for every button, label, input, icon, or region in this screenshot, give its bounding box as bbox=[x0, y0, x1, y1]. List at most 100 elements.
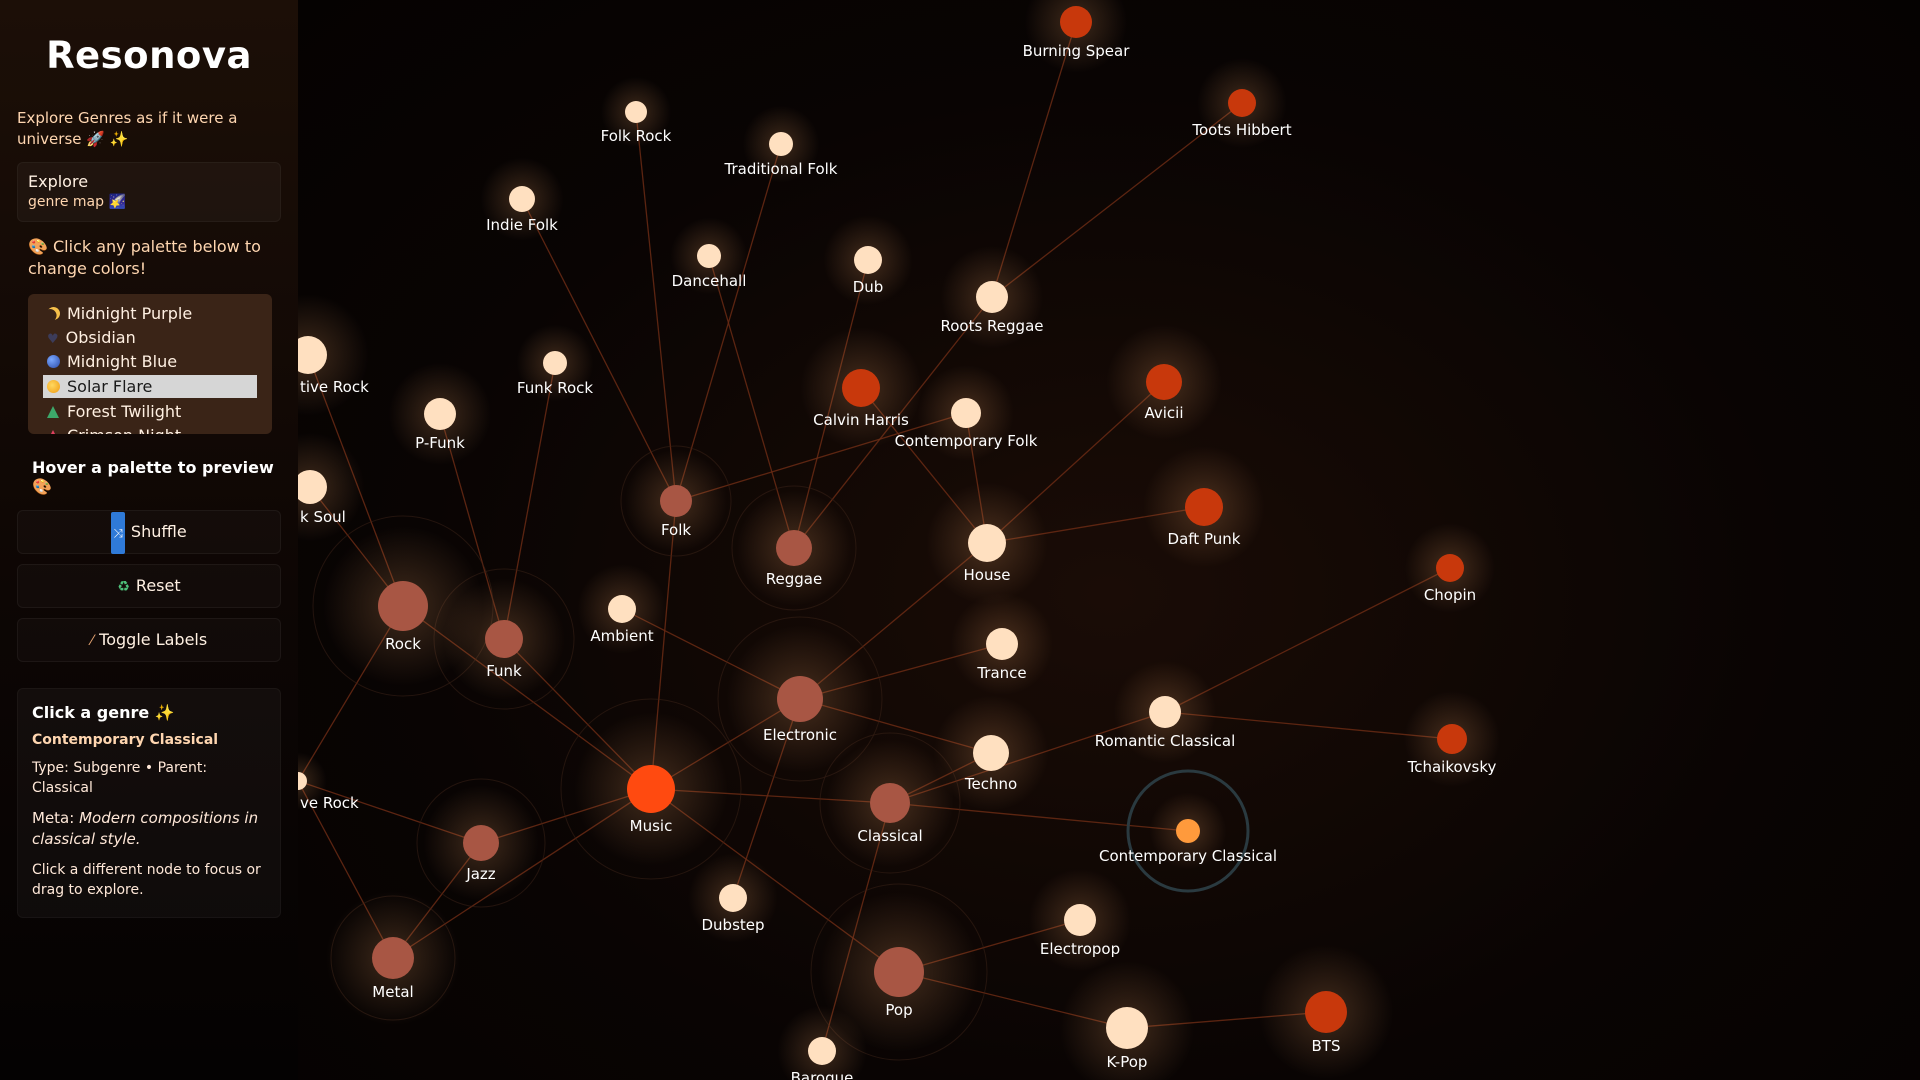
genre-node[interactable]: Calvin Harris bbox=[800, 327, 922, 449]
palette-item-forest-twilight[interactable]: Forest Twilight bbox=[43, 400, 257, 423]
genre-node[interactable]: Avicii bbox=[1106, 324, 1222, 440]
shuffle-button[interactable]: ⤨Shuffle bbox=[17, 510, 281, 554]
genre-node[interactable]: Chopin bbox=[1405, 523, 1495, 613]
node-circle[interactable] bbox=[627, 765, 675, 813]
node-circle[interactable] bbox=[1146, 364, 1182, 400]
node-circle[interactable] bbox=[697, 244, 721, 268]
palette-item-obsidian[interactable]: ♥Obsidian bbox=[43, 326, 257, 349]
node-label: Toots Hibbert bbox=[1191, 121, 1291, 139]
genre-node[interactable]: Jazz bbox=[423, 785, 539, 901]
node-circle[interactable] bbox=[463, 825, 499, 861]
genre-node[interactable]: tive Rock bbox=[298, 294, 369, 416]
node-circle[interactable] bbox=[973, 735, 1009, 771]
genre-node[interactable]: Reggae bbox=[736, 490, 852, 606]
genre-node[interactable]: Music bbox=[574, 712, 728, 866]
genre-node[interactable]: k Soul bbox=[298, 432, 365, 542]
node-label: tive Rock bbox=[300, 378, 369, 396]
genre-node[interactable]: Contemporary Classical bbox=[1099, 769, 1277, 893]
genre-node[interactable]: Ambient bbox=[577, 564, 667, 654]
genre-node[interactable]: Electropop bbox=[1028, 868, 1132, 972]
node-label: Chopin bbox=[1424, 586, 1476, 604]
node-circle[interactable] bbox=[870, 783, 910, 823]
node-label: k Soul bbox=[300, 508, 346, 526]
node-circle[interactable] bbox=[986, 628, 1018, 660]
genre-node[interactable]: Tchaikovsky bbox=[1404, 691, 1500, 787]
genre-node[interactable]: Romantic Classical bbox=[1095, 660, 1236, 764]
node-circle[interactable] bbox=[1106, 1007, 1148, 1049]
node-circle[interactable] bbox=[874, 947, 924, 997]
reset-button[interactable]: ♻Reset bbox=[17, 564, 281, 608]
node-circle[interactable] bbox=[968, 524, 1006, 562]
node-circle[interactable] bbox=[660, 485, 692, 517]
node-label: Contemporary Classical bbox=[1099, 847, 1277, 865]
node-circle[interactable] bbox=[1185, 488, 1223, 526]
genre-node[interactable]: Folk Rock bbox=[601, 76, 672, 148]
genre-node[interactable]: Indie Folk bbox=[480, 157, 564, 241]
genre-node[interactable]: Daft Punk bbox=[1143, 446, 1265, 568]
genre-node[interactable]: Folk bbox=[624, 449, 728, 553]
genre-node[interactable]: Techno bbox=[933, 695, 1049, 811]
genre-node[interactable]: Dubstep bbox=[688, 853, 778, 943]
node-circle[interactable] bbox=[608, 595, 636, 623]
node-circle[interactable] bbox=[485, 620, 523, 658]
genre-node[interactable]: Dancehall bbox=[670, 217, 748, 295]
node-circle[interactable] bbox=[378, 581, 428, 631]
palette-list[interactable]: Midnight Purple ♥Obsidian Midnight Blue … bbox=[28, 294, 272, 434]
node-circle[interactable] bbox=[1305, 991, 1347, 1033]
node-circle[interactable] bbox=[951, 398, 981, 428]
genre-node[interactable]: House bbox=[926, 482, 1048, 604]
genre-node[interactable]: Baroque bbox=[777, 1006, 867, 1080]
genre-node[interactable]: Electronic bbox=[726, 625, 874, 773]
genre-node[interactable]: Burning Spear bbox=[1023, 0, 1131, 74]
node-circle[interactable] bbox=[719, 884, 747, 912]
node-circle[interactable] bbox=[509, 186, 535, 212]
explore-card[interactable]: Explore genre map 🌠 bbox=[17, 162, 281, 222]
node-circle[interactable] bbox=[543, 351, 567, 375]
node-circle[interactable] bbox=[1064, 904, 1096, 936]
genre-node[interactable]: Contemporary Folk bbox=[895, 365, 1038, 461]
node-circle[interactable] bbox=[372, 937, 414, 979]
app-title: Resonova bbox=[46, 34, 252, 77]
node-circle[interactable] bbox=[808, 1037, 836, 1065]
node-circle[interactable] bbox=[424, 398, 456, 430]
palette-item-solar-flare[interactable]: Solar Flare bbox=[43, 375, 257, 398]
toggle-labels-button[interactable]: ⁄Toggle Labels bbox=[17, 618, 281, 662]
node-circle[interactable] bbox=[1176, 819, 1200, 843]
node-circle[interactable] bbox=[625, 101, 647, 123]
genre-node[interactable]: Roots Reggae bbox=[940, 245, 1044, 349]
node-circle[interactable] bbox=[298, 470, 327, 504]
node-circle[interactable] bbox=[777, 676, 823, 722]
node-circle[interactable] bbox=[1436, 554, 1464, 582]
palette-item-crimson-night[interactable]: Crimson Night bbox=[43, 424, 257, 434]
node-circle[interactable] bbox=[298, 772, 307, 790]
genre-node[interactable]: ve Rock bbox=[298, 752, 359, 812]
genre-node[interactable]: K-Pop bbox=[1059, 960, 1195, 1080]
genre-node[interactable]: BTS bbox=[1258, 944, 1394, 1080]
genre-node[interactable]: Metal bbox=[325, 890, 461, 1026]
node-circle[interactable] bbox=[776, 530, 812, 566]
node-circle[interactable] bbox=[769, 132, 793, 156]
genre-node[interactable]: Pop bbox=[819, 892, 979, 1052]
palette-item-midnight-blue[interactable]: Midnight Blue bbox=[43, 350, 257, 373]
genre-node[interactable]: Classical bbox=[826, 739, 954, 867]
genre-node[interactable]: Traditional Folk bbox=[724, 105, 838, 183]
node-circle[interactable] bbox=[1149, 696, 1181, 728]
node-circle[interactable] bbox=[854, 246, 882, 274]
node-circle[interactable] bbox=[1437, 724, 1467, 754]
genre-node[interactable]: Dub bbox=[823, 215, 913, 305]
palette-item-midnight-purple[interactable]: Midnight Purple bbox=[43, 302, 257, 325]
node-circle[interactable] bbox=[842, 369, 880, 407]
node-circle[interactable] bbox=[976, 281, 1008, 313]
genre-node[interactable]: Funk bbox=[443, 578, 565, 700]
node-circle[interactable] bbox=[1228, 89, 1256, 117]
genre-node[interactable]: Rock bbox=[323, 526, 483, 686]
genre-node[interactable]: Toots Hibbert bbox=[1191, 58, 1292, 148]
genre-node[interactable]: P-Funk bbox=[388, 362, 492, 466]
node-circle[interactable] bbox=[1060, 6, 1092, 38]
node-label: Techno bbox=[964, 775, 1017, 793]
node-circle[interactable] bbox=[298, 336, 327, 374]
genre-node[interactable]: Funk Rock bbox=[516, 324, 594, 402]
genre-node[interactable]: Trance bbox=[950, 592, 1054, 696]
